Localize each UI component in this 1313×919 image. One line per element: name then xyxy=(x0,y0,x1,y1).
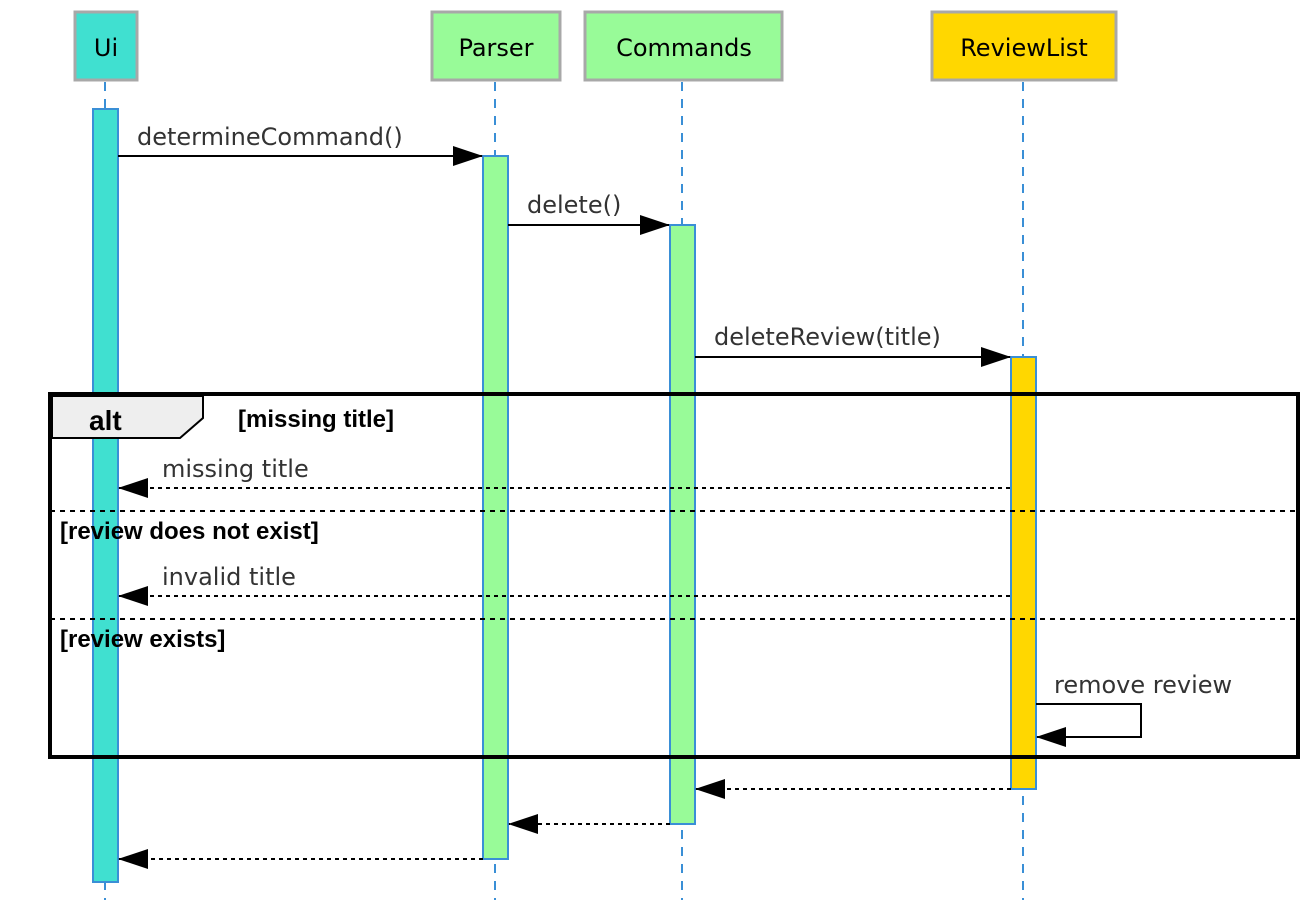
participant-label-ui: Ui xyxy=(94,34,118,62)
message-delete-review: deleteReview(title) xyxy=(695,323,1011,367)
alt-frame: alt [missing title] [review does not exi… xyxy=(48,392,1300,759)
alt-keyword: alt xyxy=(89,405,122,436)
message-label: remove review xyxy=(1054,671,1232,699)
message-delete: delete() xyxy=(508,191,670,235)
participant-label-parser: Parser xyxy=(458,34,533,62)
alt-condition-review-exists: [review exists] xyxy=(60,626,225,653)
message-label: determineCommand() xyxy=(137,123,403,151)
message-invalid-title: invalid title xyxy=(118,563,1010,606)
alt-condition-review-does-not-exist: [review does not exist] xyxy=(60,518,319,545)
message-label: missing title xyxy=(162,455,309,483)
message-missing-title: missing title xyxy=(118,455,1010,498)
alt-tab xyxy=(51,395,204,439)
activation-ui xyxy=(92,108,119,883)
participant-label-reviewlist: ReviewList xyxy=(960,34,1088,62)
participant-label-commands: Commands xyxy=(616,34,752,62)
participant-parser: Parser xyxy=(430,10,562,82)
participant-reviewlist: ReviewList xyxy=(930,10,1118,82)
message-label: delete() xyxy=(527,191,621,219)
message-determine-command: determineCommand() xyxy=(118,123,483,166)
message-remove-review: remove review xyxy=(1036,671,1232,747)
participant-ui: Ui xyxy=(73,10,139,82)
alt-condition-missing-title: [missing title] xyxy=(238,406,394,433)
participant-commands: Commands xyxy=(583,10,784,82)
activation-reviewlist xyxy=(1010,356,1037,790)
message-label: invalid title xyxy=(162,563,296,591)
message-label: deleteReview(title) xyxy=(714,323,941,351)
activation-parser xyxy=(482,155,509,860)
activation-commands xyxy=(669,224,696,825)
